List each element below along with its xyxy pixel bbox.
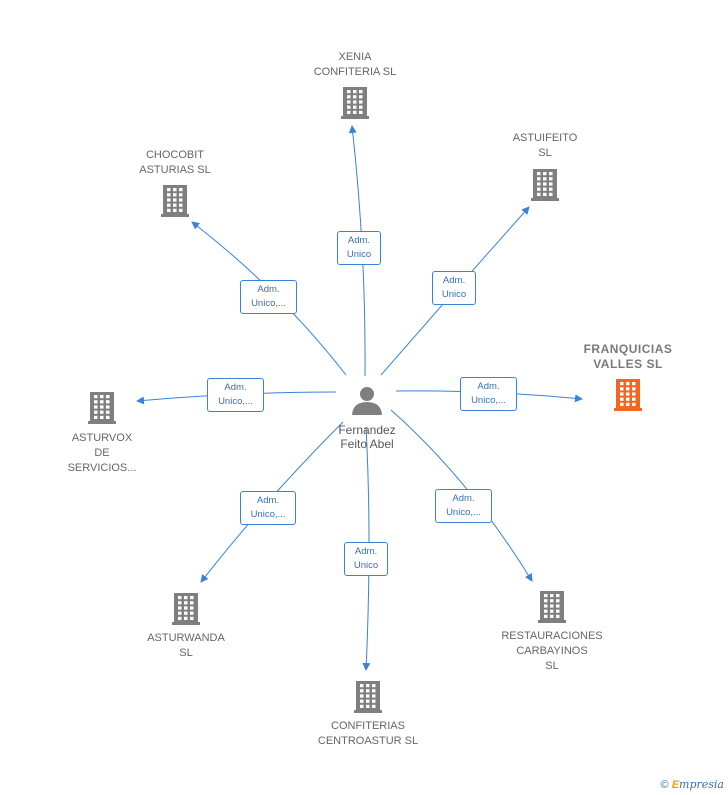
edge-label-franquicias[interactable]: Adm. Unico,... xyxy=(460,377,517,411)
company-label-line: CENTROASTUR SL xyxy=(317,735,419,747)
edge-label-line: Unico,... xyxy=(471,395,506,406)
copyright-symbol: © xyxy=(660,779,669,791)
company-label-line: XENIA xyxy=(338,51,372,63)
brand-name: mpresia xyxy=(679,778,724,791)
brand-initial: E xyxy=(671,779,680,791)
company-label-line: ASTURIAS SL xyxy=(139,164,211,176)
edge-label-line: Adm. xyxy=(224,382,247,393)
edge-label-line: Adm. xyxy=(354,546,378,557)
company-label-chocobit[interactable]: CHOCOBIT ASTURIAS SL xyxy=(105,148,245,178)
person-icon[interactable] xyxy=(352,387,382,415)
company-label-asturwanda[interactable]: ASTURWANDA SL xyxy=(116,631,256,661)
company-label-line: CONFITERIA SL xyxy=(313,66,397,78)
company-label-restauraciones[interactable]: RESTAURACIONES CARBAYINOS SL xyxy=(482,629,622,674)
edge-label-line: Adm. xyxy=(442,275,466,286)
company-label-astuifeito[interactable]: ASTUIFEITO SL xyxy=(475,131,615,161)
edge-label-line: Adm. xyxy=(257,284,280,295)
building-icon[interactable] xyxy=(161,185,189,217)
edge-restauraciones xyxy=(390,409,533,582)
company-label-line: ASTURVOX xyxy=(71,432,133,444)
company-label-line: ASTURWANDA xyxy=(147,632,225,644)
company-label-line: FRANQUICIAS xyxy=(583,342,673,356)
company-label-line: DE xyxy=(94,447,110,459)
edge-label-line: Unico xyxy=(441,289,467,300)
company-label-line: CONFITERIAS xyxy=(331,720,405,732)
building-icon[interactable] xyxy=(354,681,382,713)
edge-label-line: Unico xyxy=(346,249,372,260)
building-icon[interactable] xyxy=(341,87,369,119)
edge-label-xenia[interactable]: Adm. Unico xyxy=(337,231,381,265)
edge-label-chocobit[interactable]: Adm. Unico,... xyxy=(240,280,297,314)
company-label-line: SL xyxy=(179,647,193,659)
person-name-line: Fernandez xyxy=(338,423,396,437)
edge-label-line: Adm. xyxy=(256,495,280,506)
company-label-confiterias[interactable]: CONFITERIAS CENTROASTUR SL xyxy=(298,719,438,749)
building-icon[interactable] xyxy=(531,169,559,201)
company-label-xenia[interactable]: XENIA CONFITERIA SL xyxy=(285,50,425,80)
footer-brand[interactable]: © Empresia xyxy=(661,778,724,791)
person-name-line: Feito Abel xyxy=(340,437,394,451)
company-label-asturvox[interactable]: ASTURVOX DE SERVICIOS... xyxy=(32,431,172,476)
company-label-line: SL xyxy=(545,660,559,672)
company-label-line: CHOCOBIT xyxy=(145,149,205,161)
edge-label-line: Unico,... xyxy=(446,507,481,518)
company-label-line: SERVICIOS... xyxy=(67,462,137,474)
edge-label-line: Unico,... xyxy=(250,509,286,520)
edge-label-line: Adm. xyxy=(452,493,475,504)
company-label-line: SL xyxy=(538,147,552,159)
edge-label-restauraciones[interactable]: Adm. Unico,... xyxy=(435,489,492,523)
edge-label-line: Adm. xyxy=(347,235,371,246)
edge-label-asturwanda[interactable]: Adm. Unico,... xyxy=(240,491,296,525)
edge-label-astuifeito[interactable]: Adm. Unico xyxy=(432,271,476,305)
building-icon[interactable] xyxy=(538,591,566,623)
edge-label-line: Unico,... xyxy=(251,298,286,309)
edge-label-confiterias[interactable]: Adm. Unico xyxy=(344,542,388,576)
edge-label-line: Unico xyxy=(353,560,379,571)
building-icon[interactable] xyxy=(172,593,200,625)
company-label-line: RESTAURACIONES xyxy=(501,630,603,642)
edge-label-asturvox[interactable]: Adm. Unico,... xyxy=(207,378,264,412)
company-label-line: ASTUIFEITO xyxy=(512,132,578,144)
building-icon[interactable] xyxy=(614,379,642,411)
building-icon[interactable] xyxy=(88,392,116,424)
edge-label-line: Adm. xyxy=(477,381,500,392)
company-label-line: VALLES SL xyxy=(593,357,663,371)
company-label-line: CARBAYINOS xyxy=(516,645,588,657)
edge-label-line: Unico,... xyxy=(218,396,253,407)
